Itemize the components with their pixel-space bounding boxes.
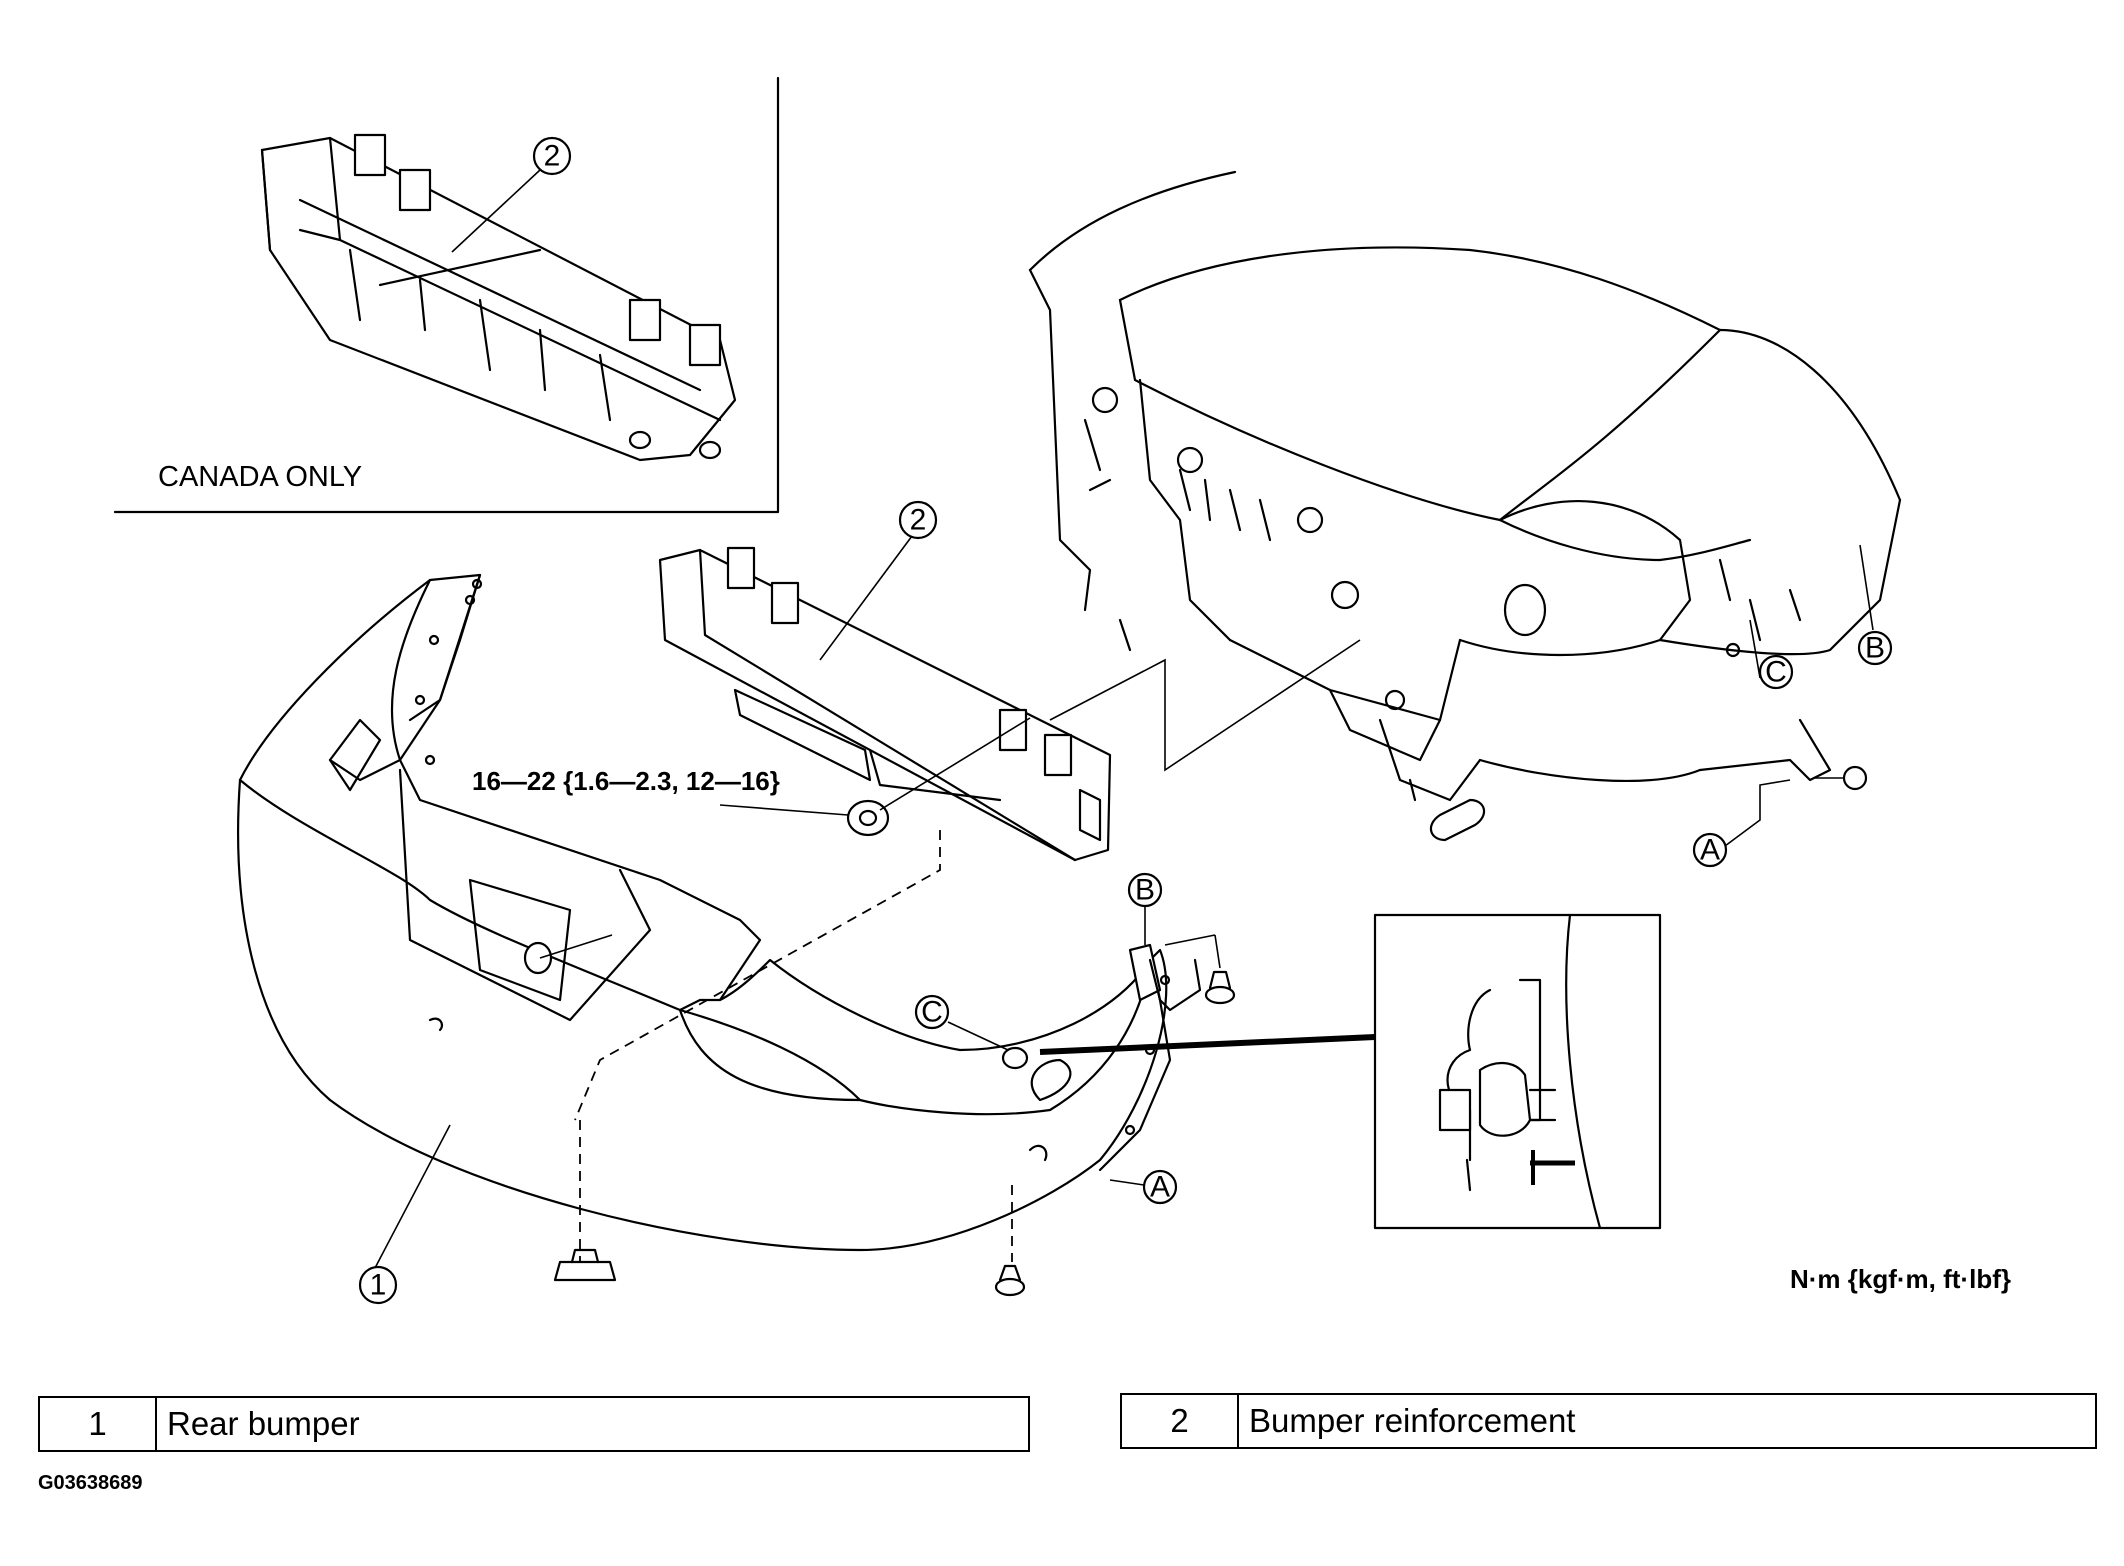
body-callout-b: B [1865, 632, 1885, 665]
screw-icon [994, 1264, 1026, 1297]
nut-icon [846, 799, 890, 837]
legend-num: 1 [38, 1396, 157, 1452]
canada-inset: CANADA ONLY 2 [113, 76, 780, 514]
legend-table-2: 2 Bumper reinforcement [1120, 1393, 2097, 1449]
reinforcement-callout-2: 2 [910, 504, 927, 537]
rear-bumper-drawing [237, 573, 1172, 1252]
figure-id: G03638689 [38, 1472, 143, 1494]
torque-units: N·m {kgf·m, ft·lbf} [1790, 1264, 2011, 1294]
legend-table-1: 1 Rear bumper [38, 1396, 1030, 1452]
legend-num: 2 [1120, 1393, 1239, 1449]
legend-name: Rear bumper [155, 1396, 1030, 1452]
inset-caption: CANADA ONLY [158, 461, 362, 493]
inset-reinforcement-drawing [260, 133, 737, 462]
clip-icon [553, 1248, 617, 1282]
torque-spec: 16—22 {1.6—2.3, 12—16} [472, 766, 780, 796]
assembly-dashed-line-1 [574, 830, 941, 1121]
reinforcement-drawing [658, 546, 1112, 862]
grommet-icon [1204, 970, 1236, 1005]
bumper-callout-1: 1 [370, 1269, 387, 1302]
body-callout-a: A [1700, 834, 1720, 867]
body-leader [1049, 639, 1361, 772]
inset-callout-circle [532, 136, 572, 176]
license-bolt-icon [523, 941, 553, 975]
legend-name: Bumper reinforcement [1237, 1393, 2097, 1449]
vehicle-body-drawing [1028, 170, 1902, 842]
bumper-callout-a: A [1150, 1171, 1170, 1204]
reinforcement-callout-circle [898, 500, 938, 540]
legend-row: 2 Bumper reinforcement [1120, 1393, 2097, 1449]
legend-row: 1 Rear bumper [38, 1396, 1030, 1452]
bumper-callout-b: B [1135, 874, 1155, 907]
body-callout-c: C [1765, 656, 1787, 689]
bumper-callout-c: C [921, 996, 943, 1029]
detail-leader [1039, 1034, 1376, 1055]
body-clip-icon [1815, 765, 1868, 791]
inset-callout-2: 2 [544, 140, 561, 173]
detail-inset [1373, 913, 1662, 1230]
